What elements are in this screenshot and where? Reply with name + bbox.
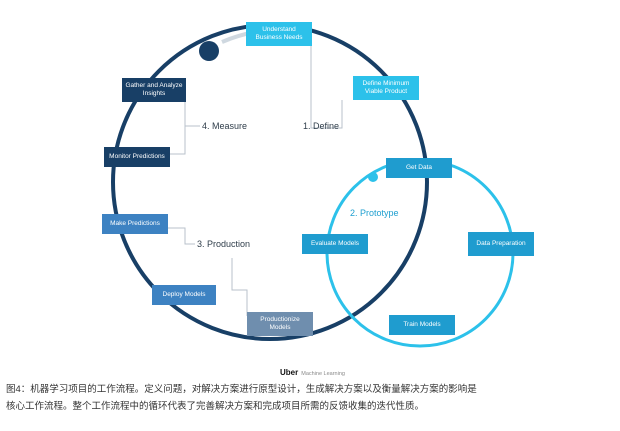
node-evaluate-models: Evaluate Models	[302, 234, 368, 254]
node-understand-business-needs: Understand Business Needs	[246, 22, 312, 46]
production-leader-line	[168, 227, 195, 245]
production-leader-line-2	[231, 258, 248, 316]
caption-line-1: 图4：机器学习项目的工作流程。定义问题，对解决方案进行原型设计，生成解决方案以及…	[6, 384, 477, 395]
node-define-mvp: Define Minimum Viable Product	[353, 76, 419, 100]
node-get-data: Get Data	[386, 158, 452, 178]
define-leader-line	[310, 45, 343, 129]
brand-subtitle: Machine Learning	[301, 371, 345, 377]
node-productionize-models: Productionize Models	[247, 312, 313, 336]
node-data-preparation: Data Preparation	[468, 232, 534, 256]
node-make-predictions: Make Predictions	[102, 214, 168, 234]
phase-prototype-label: 2. Prototype	[350, 208, 399, 218]
phase-production-label: 3. Production	[197, 239, 251, 249]
node-deploy-models: Deploy Models	[152, 285, 216, 305]
node-gather-insights: Gather and Analyze Insights	[122, 78, 186, 102]
prototype-start-dot	[368, 172, 378, 182]
node-train-models: Train Models	[389, 315, 455, 335]
phase-define-label: 1. Define	[303, 121, 340, 131]
node-monitor-predictions: Monitor Predictions	[104, 147, 170, 167]
brand-name: Uber	[280, 368, 299, 377]
cycle-start-dot	[199, 41, 219, 61]
measure-leader-line	[184, 100, 200, 127]
figure-caption: 图4：机器学习项目的工作流程。定义问题，对解决方案进行原型设计，生成解决方案以及…	[6, 381, 614, 415]
phase-measure-label: 4. Measure	[202, 121, 248, 131]
measure-leader-line-2	[170, 126, 186, 155]
caption-line-2: 核心工作流程。整个工作流程中的循环代表了完善解决方案和完成项目所需的反馈收集的迭…	[6, 401, 425, 412]
